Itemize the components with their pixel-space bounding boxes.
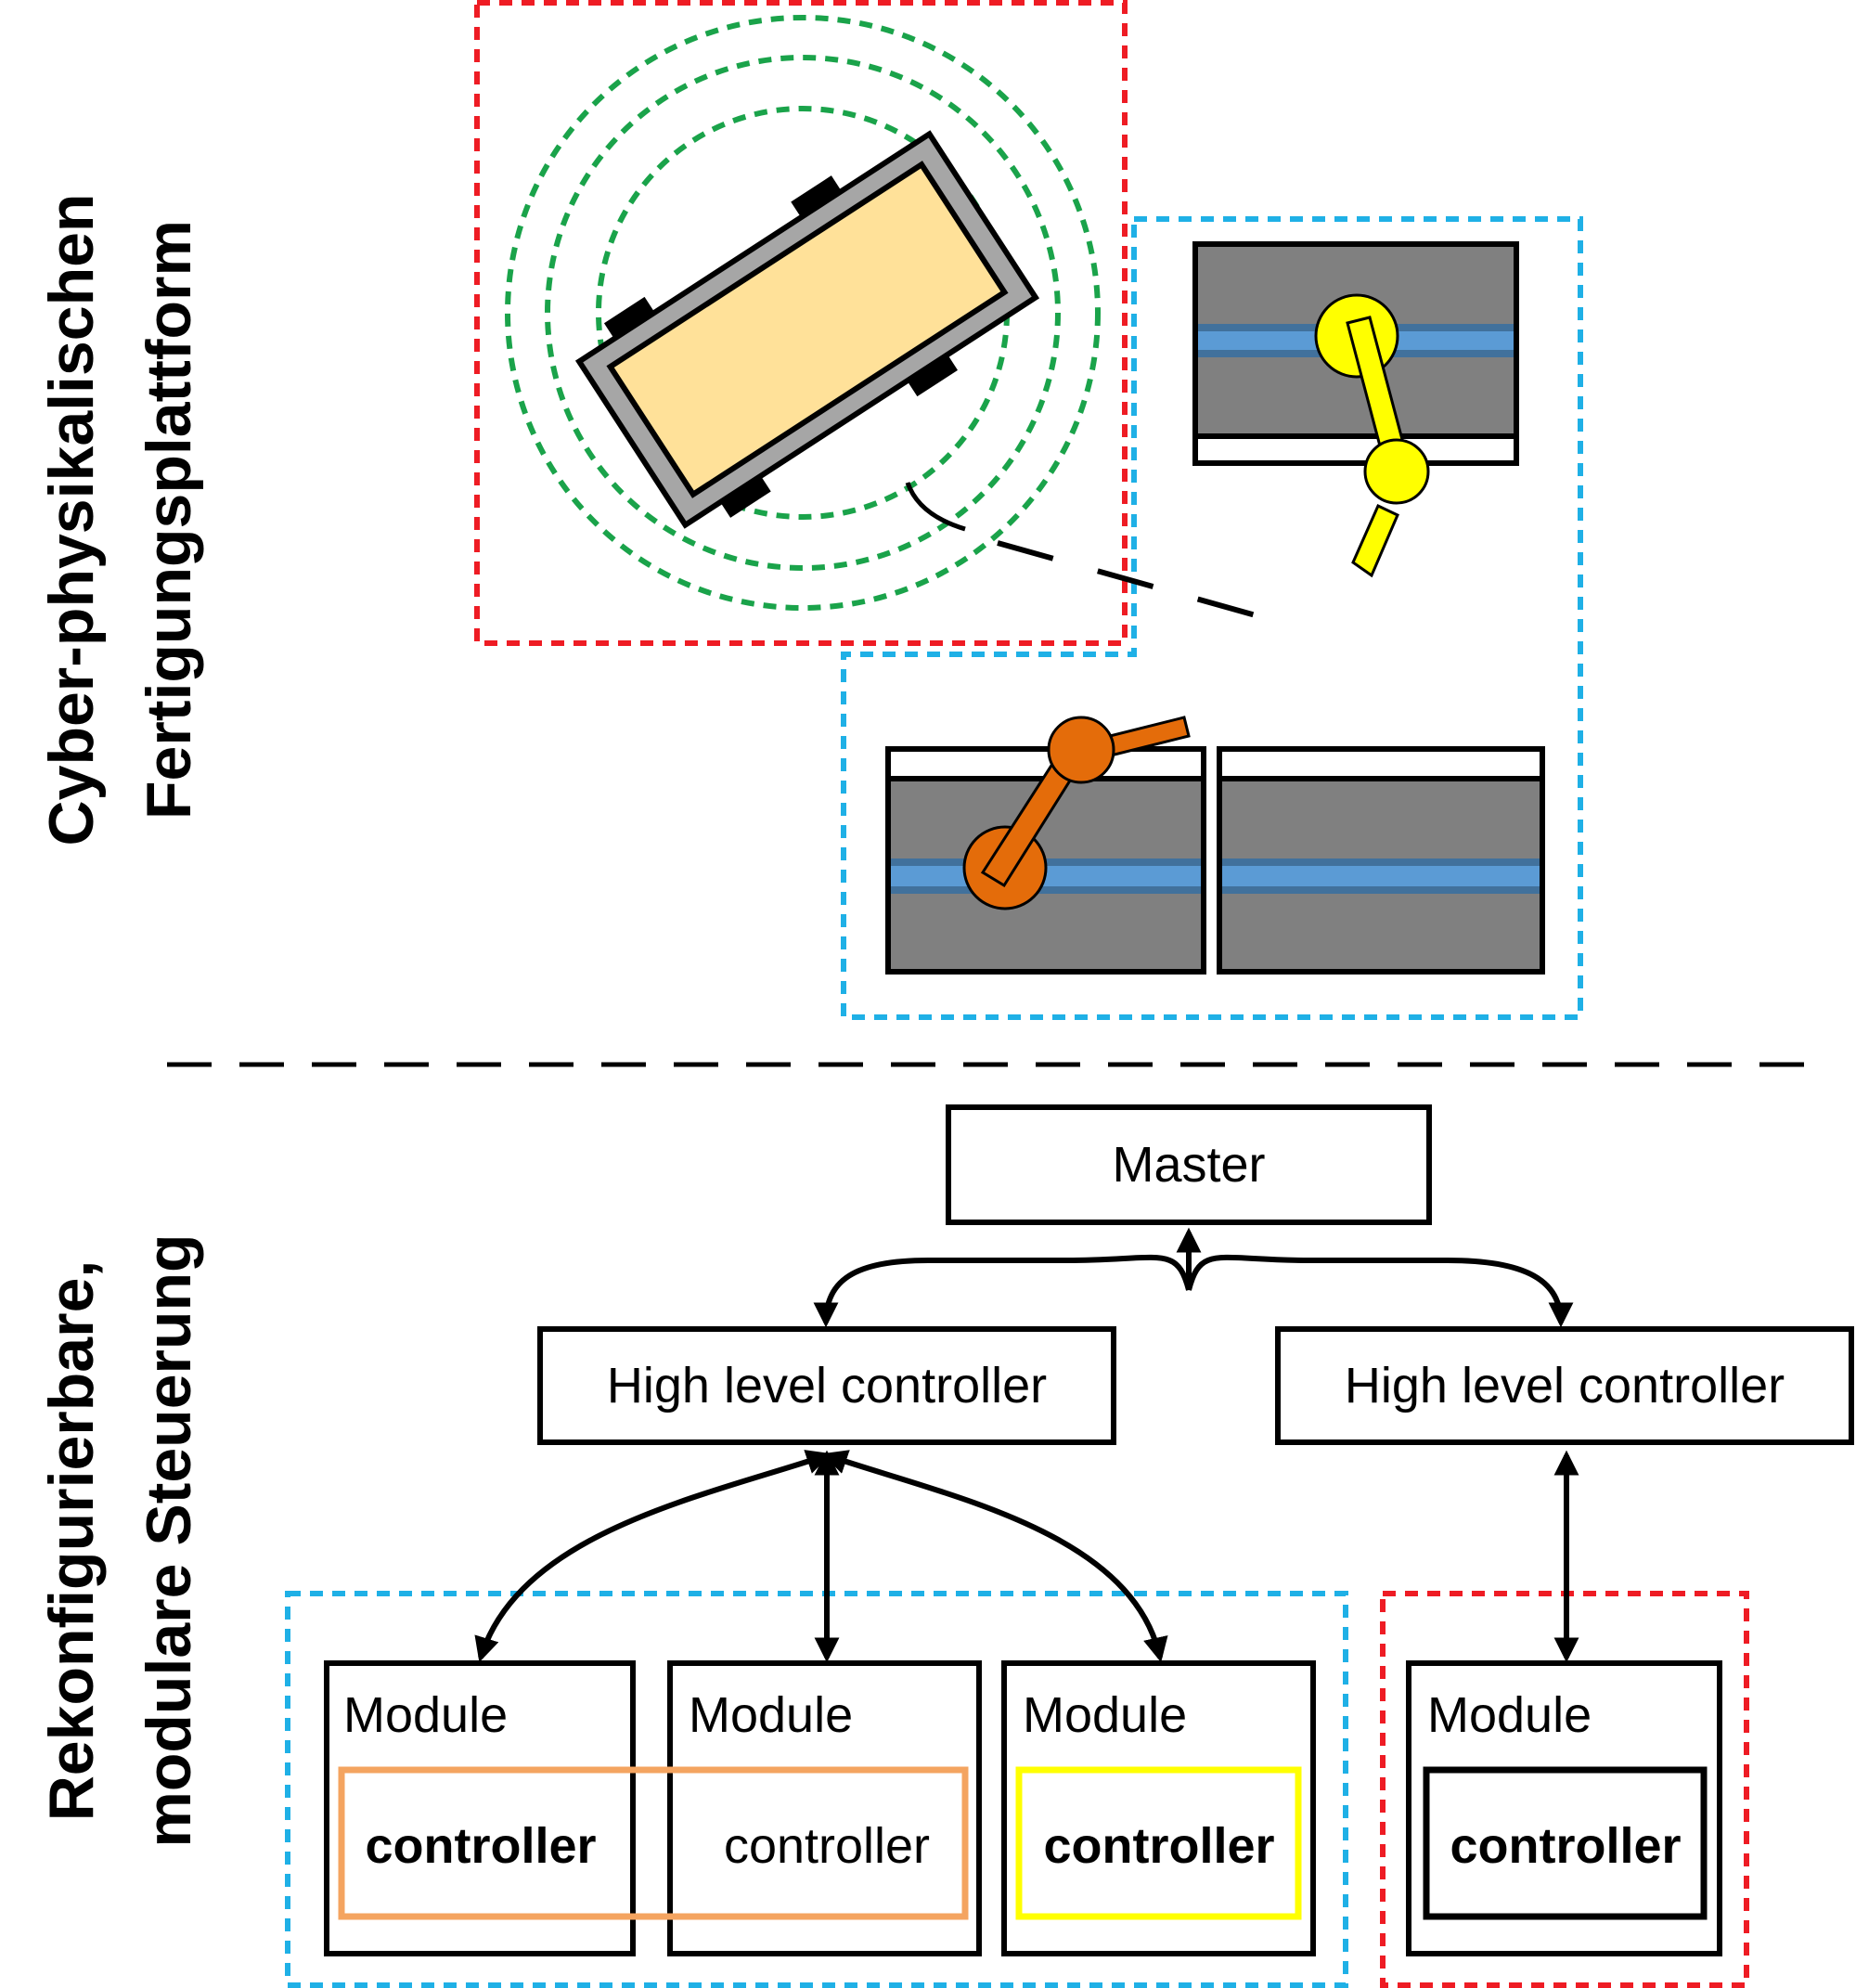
master-links	[813, 1227, 1574, 1328]
module-3-controller-boundary	[1015, 1766, 1302, 1920]
module-3: Module	[1001, 1660, 1316, 1956]
orange-robot-arm	[962, 716, 1191, 910]
module-1: Module	[324, 1660, 636, 1956]
bottom-title-line2: modulare Steuerung	[134, 1233, 204, 1847]
module-4-label: Module	[1427, 1687, 1592, 1743]
module-1-label: Module	[343, 1687, 508, 1743]
agv-vehicle	[574, 130, 1040, 529]
module-3-controller-label: controller	[1043, 1818, 1274, 1874]
top-section-title: Cyber-physikalischen Fertigungsplattform	[36, 194, 204, 846]
agv-group-boundary	[474, 0, 1128, 646]
hlc-right-label: High level controller	[1345, 1358, 1785, 1414]
wireless-link	[997, 540, 1286, 626]
conveyor-station-upper	[1192, 241, 1519, 466]
module-4: Module	[1406, 1660, 1722, 1956]
high-level-controller-right: High level controller	[1275, 1326, 1854, 1445]
module-3-label: Module	[1023, 1687, 1187, 1743]
hlc-left-label: High level controller	[607, 1358, 1047, 1414]
bottom-section-title: Rekonfigurierbare, modulare Steuerung	[36, 1233, 204, 1847]
module-1-controller-label: controller	[365, 1818, 596, 1874]
conveyor-station-lower-right	[1217, 746, 1545, 975]
blue-module-group	[285, 1591, 1348, 1988]
bottom-title-line1: Rekonfigurierbare,	[36, 1260, 107, 1822]
yellow-robot-arm	[1314, 293, 1430, 578]
top-title-line1: Cyber-physikalischen	[36, 194, 107, 846]
module-4-controller-boundary	[1423, 1766, 1708, 1920]
module-2-label: Module	[689, 1687, 853, 1743]
master-node: Master	[946, 1104, 1432, 1225]
high-level-controller-left: High level controller	[537, 1326, 1116, 1445]
hlc-left-module-links	[474, 1450, 1168, 1663]
top-title-line2: Fertigungsplattform	[134, 220, 204, 820]
station-group-boundary	[841, 216, 1583, 1020]
module-4-controller-label: controller	[1450, 1818, 1681, 1874]
module-2-controller-label: controller	[724, 1818, 930, 1874]
agv-cable	[905, 482, 966, 532]
master-label: Master	[1112, 1137, 1265, 1193]
module-2: Module	[667, 1660, 982, 1956]
shared-controller-boundary	[338, 1766, 969, 1920]
